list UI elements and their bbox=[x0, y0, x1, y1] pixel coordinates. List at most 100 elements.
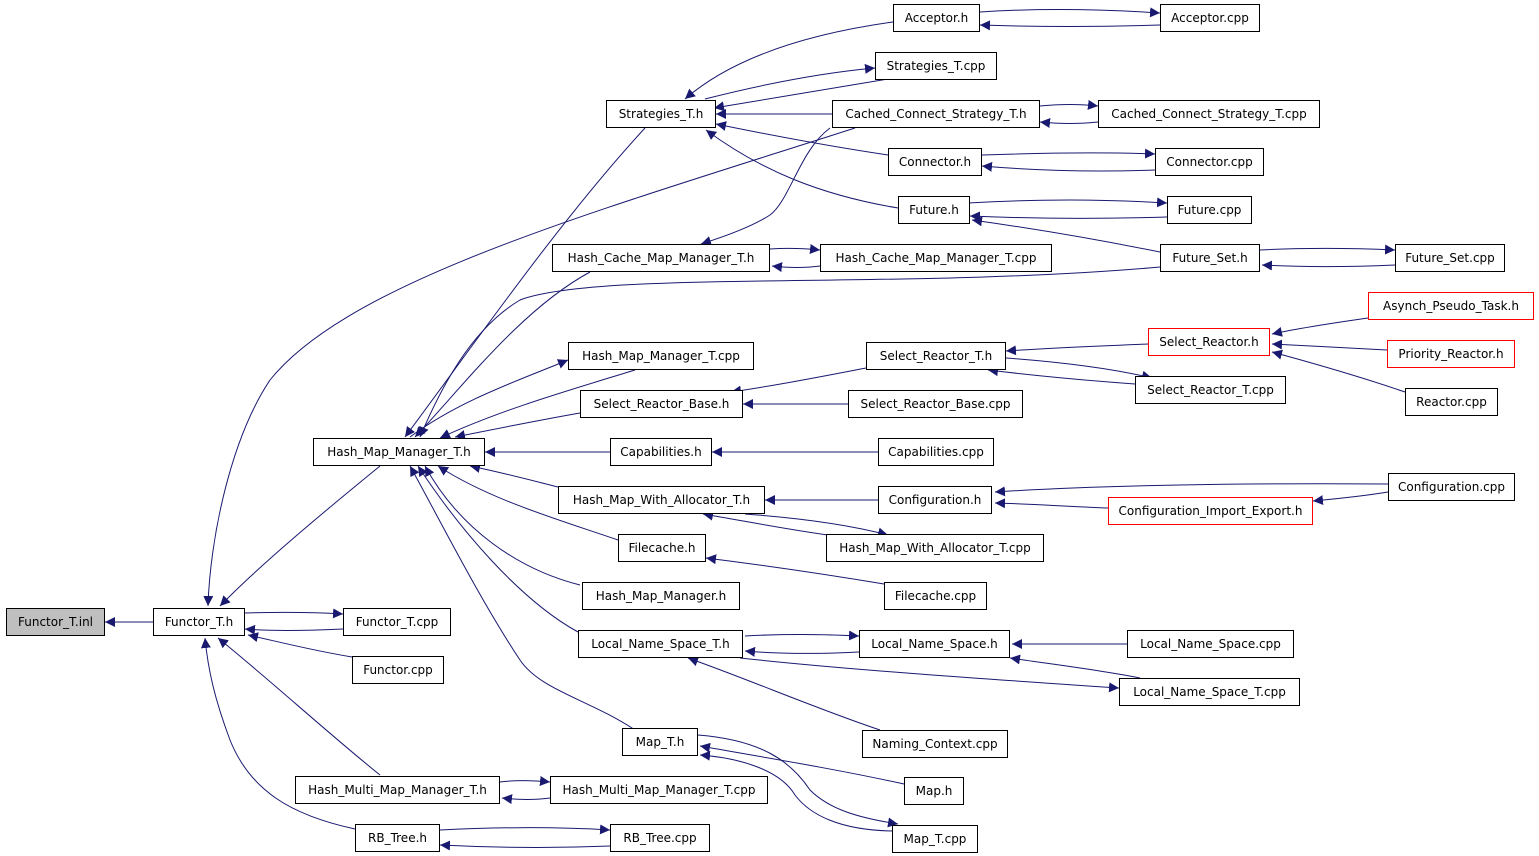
node-select-reactor-t-cpp[interactable]: Select_Reactor_T.cpp bbox=[1135, 376, 1286, 404]
edge-acceptor-cpp-to-acceptor-h bbox=[979, 20, 1161, 31]
node-rb-tree-h[interactable]: RB_Tree.h bbox=[355, 824, 440, 852]
edge-hash-cache-map-manager-t-h-to-cached-connect-strategy-t-h bbox=[700, 127, 831, 246]
edge-future-set-h-to-hash-map-manager-t-h bbox=[419, 266, 1161, 438]
edge-strategies-t-cpp-to-strategies-t-h bbox=[713, 78, 889, 112]
node-future-h[interactable]: Future.h bbox=[898, 196, 970, 224]
edge-select-reactor-t-h-to-select-reactor-t-cpp bbox=[1005, 357, 1153, 381]
edge-hash-multi-map-manager-t-h-to-hash-multi-map-manager-t-cpp bbox=[499, 776, 551, 786]
node-hash-multi-map-manager-t-cpp[interactable]: Hash_Multi_Map_Manager_T.cpp bbox=[550, 776, 768, 804]
node-hash-map-manager-h[interactable]: Hash_Map_Manager.h bbox=[582, 582, 740, 610]
edge-local-name-space-h-to-local-name-space-t-h bbox=[744, 646, 860, 657]
edge-local-name-space-t-h-to-hash-map-manager-t-h bbox=[417, 465, 579, 633]
node-select-reactor-base-cpp[interactable]: Select_Reactor_Base.cpp bbox=[848, 390, 1023, 418]
edge-select-reactor-t-cpp-to-select-reactor-t-h bbox=[987, 366, 1136, 385]
edge-strategies-t-h-to-hash-map-manager-t-h bbox=[404, 127, 646, 438]
node-select-reactor-t-h[interactable]: Select_Reactor_T.h bbox=[866, 342, 1006, 370]
edge-connector-h-to-strategies-t-h bbox=[715, 121, 889, 156]
edge-map-t-h-to-hash-map-manager-t-h bbox=[409, 465, 636, 731]
edge-naming-context-cpp-to-local-name-space-t-h bbox=[687, 656, 881, 731]
edge-map-h-to-map-t-h bbox=[699, 742, 905, 785]
node-hash-cache-map-manager-t-h[interactable]: Hash_Cache_Map_Manager_T.h bbox=[552, 244, 770, 272]
node-cached-connect-strategy-t-cpp[interactable]: Cached_Connect_Strategy_T.cpp bbox=[1098, 100, 1320, 128]
edge-rb-tree-h-to-rb-tree-cpp bbox=[439, 824, 611, 835]
node-future-set-cpp[interactable]: Future_Set.cpp bbox=[1395, 244, 1505, 272]
node-hash-map-manager-t-cpp[interactable]: Hash_Map_Manager_T.cpp bbox=[568, 342, 754, 370]
edge-functor-cpp-to-functor-t-h bbox=[247, 632, 353, 658]
node-hash-map-with-allocator-t-h[interactable]: Hash_Map_With_Allocator_T.h bbox=[558, 486, 765, 514]
node-functor-t-h[interactable]: Functor_T.h bbox=[153, 608, 245, 636]
node-filecache-cpp[interactable]: Filecache.cpp bbox=[884, 582, 987, 610]
node-functor-t-cpp[interactable]: Functor_T.cpp bbox=[343, 608, 451, 636]
edge-functor-t-cpp-to-functor-t-h bbox=[244, 624, 344, 635]
edge-future-h-to-future-cpp bbox=[967, 197, 1168, 208]
node-configuration-h[interactable]: Configuration.h bbox=[878, 486, 992, 514]
node-future-cpp[interactable]: Future.cpp bbox=[1167, 196, 1252, 224]
node-cached-connect-strategy-t-h[interactable]: Cached_Connect_Strategy_T.h bbox=[832, 100, 1040, 128]
edge-cached-connect-strategy-t-h-to-cached-connect-strategy-t-cpp bbox=[1039, 99, 1099, 110]
node-hash-map-with-allocator-t-cpp[interactable]: Hash_Map_With_Allocator_T.cpp bbox=[826, 534, 1044, 562]
node-select-reactor-base-h[interactable]: Select_Reactor_Base.h bbox=[580, 390, 743, 418]
edge-hash-map-manager-t-h-to-functor-t-h bbox=[219, 465, 381, 607]
edge-cached-connect-strategy-t-h-to-functor-t-h bbox=[203, 127, 856, 607]
node-functor-t-inl: Functor_T.inl bbox=[6, 608, 105, 636]
edge-future-cpp-to-future-h bbox=[969, 211, 1168, 222]
node-local-name-space-cpp[interactable]: Local_Name_Space.cpp bbox=[1127, 630, 1294, 658]
edge-local-name-space-t-h-to-local-name-space-t-cpp bbox=[739, 657, 1120, 693]
node-functor-cpp[interactable]: Functor.cpp bbox=[352, 656, 444, 684]
edge-configuration-cpp-to-configuration-h bbox=[994, 483, 1389, 497]
node-capabilities-h[interactable]: Capabilities.h bbox=[610, 438, 712, 466]
node-future-set-h[interactable]: Future_Set.h bbox=[1160, 244, 1260, 272]
edge-future-h-to-strategies-t-h bbox=[705, 129, 899, 209]
node-hash-map-manager-t-h[interactable]: Hash_Map_Manager_T.h bbox=[313, 438, 485, 466]
node-capabilities-cpp[interactable]: Capabilities.cpp bbox=[878, 438, 994, 466]
edge-functor-t-h-to-functor-t-cpp bbox=[244, 608, 344, 619]
node-acceptor-cpp[interactable]: Acceptor.cpp bbox=[1160, 4, 1260, 32]
edge-priority-reactor-h-to-select-reactor-h bbox=[1271, 339, 1388, 351]
edge-hash-map-manager-h-to-hash-map-manager-t-h bbox=[424, 465, 581, 586]
node-strategies-t-cpp[interactable]: Strategies_T.cpp bbox=[875, 52, 997, 80]
node-acceptor-h[interactable]: Acceptor.h bbox=[893, 4, 980, 32]
node-priority-reactor-h[interactable]: Priority_Reactor.h bbox=[1387, 340, 1515, 368]
edge-rb-tree-h-to-functor-t-h bbox=[200, 637, 356, 830]
edge-hash-map-with-allocator-t-h-to-hash-map-with-allocator-t-cpp bbox=[744, 513, 889, 538]
node-configuration-import-export-h[interactable]: Configuration_Import_Export.h bbox=[1108, 497, 1313, 525]
edge-select-reactor-t-h-to-select-reactor-base-h bbox=[730, 367, 867, 396]
node-asynch-pseudo-task-h[interactable]: Asynch_Pseudo_Task.h bbox=[1368, 292, 1534, 320]
node-select-reactor-h[interactable]: Select_Reactor.h bbox=[1148, 328, 1270, 356]
node-configuration-cpp[interactable]: Configuration.cpp bbox=[1388, 473, 1515, 501]
edge-reactor-cpp-to-select-reactor-h bbox=[1271, 349, 1406, 393]
edge-hash-cache-map-manager-t-cpp-to-hash-cache-map-manager-t-h bbox=[771, 262, 821, 273]
node-map-t-cpp[interactable]: Map_T.cpp bbox=[892, 825, 978, 853]
node-hash-cache-map-manager-t-cpp[interactable]: Hash_Cache_Map_Manager_T.cpp bbox=[820, 244, 1052, 272]
edge-local-name-space-t-h-to-local-name-space-h bbox=[744, 630, 860, 641]
edge-connector-h-to-connector-cpp bbox=[981, 148, 1156, 159]
node-strategies-t-h[interactable]: Strategies_T.h bbox=[606, 100, 716, 128]
node-naming-context-cpp[interactable]: Naming_Context.cpp bbox=[862, 730, 1008, 758]
edge-local-name-space-t-cpp-to-local-name-space-h bbox=[1009, 654, 1141, 679]
edge-hash-cache-map-manager-t-h-to-hash-map-manager-t-h bbox=[414, 271, 591, 438]
node-hash-multi-map-manager-t-h[interactable]: Hash_Multi_Map_Manager_T.h bbox=[295, 776, 500, 804]
edge-asynch-pseudo-task-h-to-select-reactor-h bbox=[1271, 317, 1369, 337]
node-filecache-h[interactable]: Filecache.h bbox=[618, 534, 706, 562]
edge-hash-map-manager-t-cpp-to-hash-map-manager-t-h bbox=[439, 369, 636, 439]
edge-acceptor-h-to-strategies-t-h bbox=[684, 21, 894, 100]
node-local-name-space-t-cpp[interactable]: Local_Name_Space_T.cpp bbox=[1119, 678, 1300, 706]
edge-hash-map-with-allocator-t-cpp-to-hash-map-with-allocator-t-h bbox=[702, 510, 836, 537]
edge-strategies-t-h-to-strategies-t-cpp bbox=[704, 63, 876, 100]
node-local-name-space-h[interactable]: Local_Name_Space.h bbox=[859, 630, 1010, 658]
node-connector-h[interactable]: Connector.h bbox=[888, 148, 982, 176]
node-local-name-space-t-h[interactable]: Local_Name_Space_T.h bbox=[578, 630, 743, 658]
edge-hash-cache-map-manager-t-h-to-hash-cache-map-manager-t-cpp bbox=[769, 244, 821, 254]
edge-map-t-h-to-map-t-cpp bbox=[697, 734, 899, 828]
edge-configuration-import-export-h-to-configuration-h bbox=[994, 498, 1109, 509]
node-map-h[interactable]: Map.h bbox=[904, 777, 964, 805]
node-connector-cpp[interactable]: Connector.cpp bbox=[1155, 148, 1264, 176]
edge-select-reactor-h-to-select-reactor-t-h bbox=[1005, 343, 1149, 356]
edge-filecache-cpp-to-filecache-h bbox=[705, 554, 885, 585]
node-reactor-cpp[interactable]: Reactor.cpp bbox=[1405, 388, 1498, 416]
node-map-t-h[interactable]: Map_T.h bbox=[622, 728, 698, 756]
edge-hash-multi-map-manager-t-cpp-to-hash-multi-map-manager-t-h bbox=[501, 794, 551, 805]
node-rb-tree-cpp[interactable]: RB_Tree.cpp bbox=[610, 824, 710, 852]
edge-rb-tree-cpp-to-rb-tree-h bbox=[439, 840, 611, 851]
